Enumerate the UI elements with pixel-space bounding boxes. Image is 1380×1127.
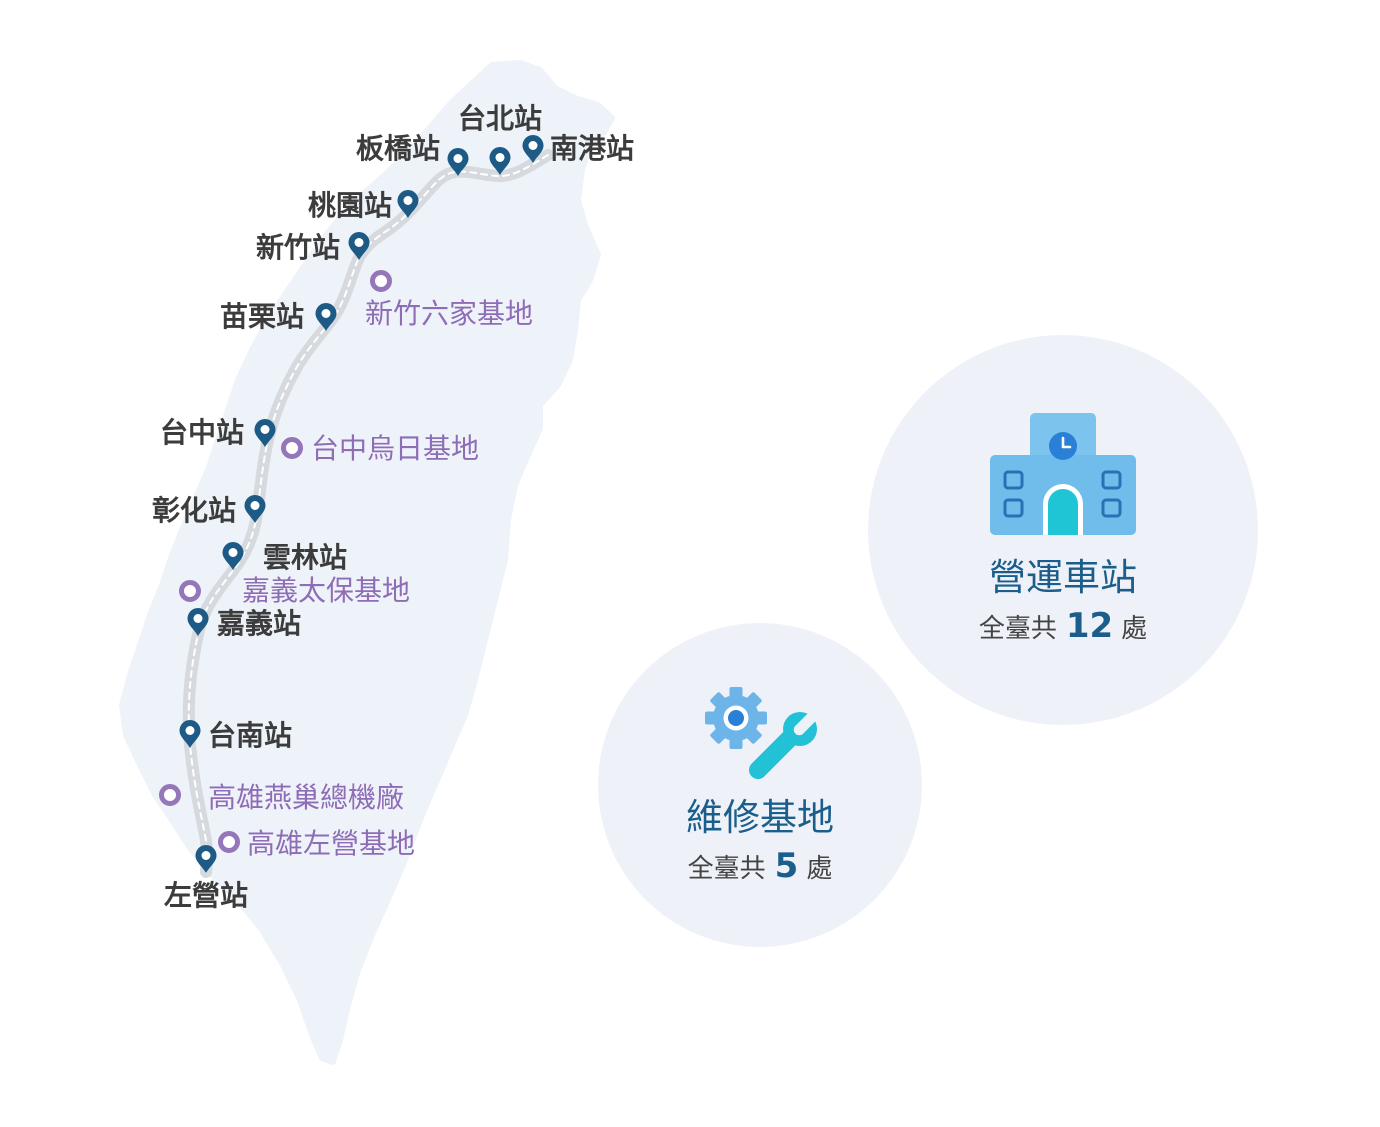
stations-summary-suffix: 處 [1121,614,1147,644]
depot-marker-kaohsiung-zuoying [218,831,240,853]
stations-summary-prefix: 全臺共 [979,614,1057,644]
stations-summary: 營運車站 全臺共 12 處 [868,335,1258,725]
depot-marker-chiayi-taibao [179,580,201,602]
station-label-taichung: 台中站 [160,416,244,449]
depots-summary-circle [598,623,922,947]
station-label-yunlin: 雲林站 [263,541,347,574]
depots-summary-count: 5 [775,846,799,886]
depot-label-chiayi-taibao: 嘉義太保基地 [242,574,410,607]
station-label-zuoying: 左營站 [164,879,248,912]
depot-label-hsinchu-liujia: 新竹六家基地 [365,297,533,330]
depots-summary-title: 維修基地 [686,796,834,839]
station-label-banqiao: 板橋站 [356,132,440,165]
stations-summary-count-line: 全臺共 12 處 [979,606,1147,646]
station-label-nangang: 南港站 [550,132,634,165]
gear-icon [705,687,767,749]
station-label-taipei: 台北站 [458,102,542,135]
wrench-icon [749,710,819,779]
station-label-hsinchu: 新竹站 [256,231,340,264]
depots-summary-suffix: 處 [806,854,832,884]
station-label-changhua: 彰化站 [152,494,236,527]
station-label-chiayi: 嘉義站 [217,607,301,640]
depot-marker-kaohsiung-yanchao [159,784,181,806]
station-building-icon [990,413,1136,535]
station-label-taoyuan: 桃園站 [308,189,392,222]
depot-marker-taichung-wuri [281,437,303,459]
stations-summary-count: 12 [1066,606,1113,646]
depot-label-taichung-wuri: 台中烏日基地 [311,432,479,465]
depot-marker-hsinchu-liujia [370,270,392,292]
station-label-tainan: 台南站 [208,719,292,752]
depot-label-kaohsiung-zuoying: 高雄左營基地 [247,827,415,860]
stations-summary-title: 營運車站 [989,556,1137,599]
depot-label-kaohsiung-yanchao: 高雄燕巢總機廠 [208,781,404,814]
gear-wrench-icon [705,687,819,779]
station-label-miaoli: 苗栗站 [220,300,304,333]
depots-summary-prefix: 全臺共 [688,854,766,884]
taiwan-map-shape [119,60,615,1065]
